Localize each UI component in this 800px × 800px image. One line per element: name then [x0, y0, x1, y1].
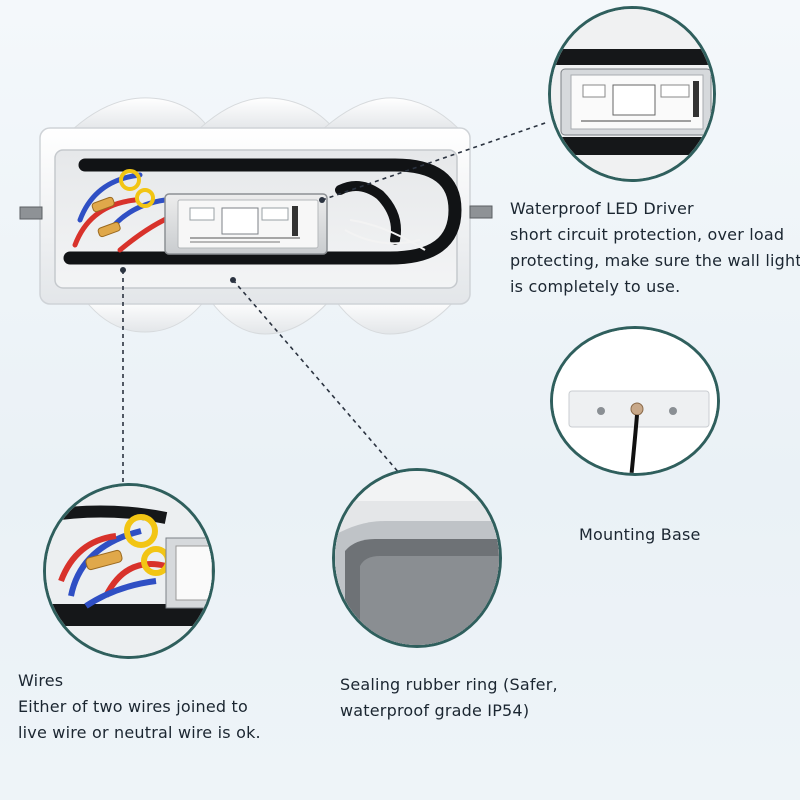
caption-wires-title: Wires — [18, 671, 64, 690]
caption-mounting-title: Mounting Base — [579, 525, 701, 544]
zoom-circle-mounting-base — [550, 326, 720, 476]
leader-driver — [321, 121, 549, 201]
lens-bumps-top — [70, 97, 462, 131]
lens-bumps-bottom — [83, 299, 457, 335]
caption-sealing: Sealing rubber ring (Safer, waterproof g… — [340, 672, 558, 724]
side-screw-left — [19, 206, 43, 220]
caption-wires-line-1: Either of two wires joined to — [18, 697, 249, 716]
caption-sealing-line-1: Sealing rubber ring (Safer, — [340, 675, 558, 694]
zoom-circle-wires — [43, 483, 215, 659]
caption-driver-line-2: protecting, make sure the wall light — [510, 251, 800, 270]
caption-mounting: Mounting Base — [579, 522, 701, 548]
caption-driver-line-3: is completely to use. — [510, 277, 681, 296]
caption-wires-line-2: live wire or neutral wire is ok. — [18, 723, 261, 742]
caption-driver-title: Waterproof LED Driver — [510, 199, 694, 218]
led-driver-box — [164, 193, 328, 255]
power-cable — [63, 158, 462, 265]
caption-driver: Waterproof LED Driver short circuit prot… — [510, 196, 800, 300]
zoom-circle-sealing-ring — [332, 468, 502, 648]
leader-sealing — [232, 279, 401, 475]
side-screw-right — [469, 205, 493, 219]
caption-wires: Wires Either of two wires joined to live… — [18, 668, 261, 746]
caption-driver-line-1: short circuit protection, over load — [510, 225, 785, 244]
zoom-circle-driver — [548, 6, 716, 182]
caption-sealing-line-2: waterproof grade IP54) — [340, 701, 530, 720]
